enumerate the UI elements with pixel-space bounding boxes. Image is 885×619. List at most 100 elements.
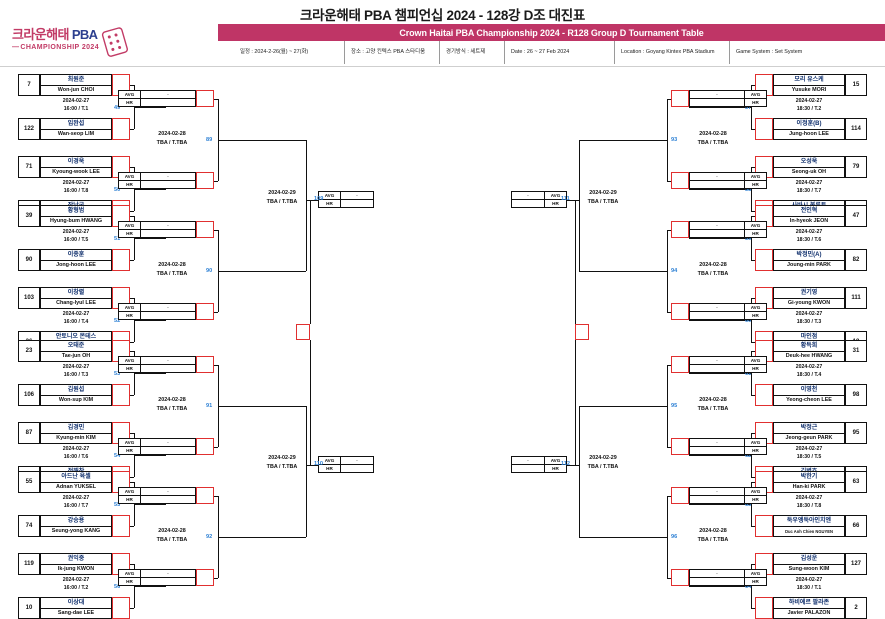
avg-value[interactable]: - — [716, 173, 718, 180]
winner-slot[interactable] — [196, 487, 214, 504]
hr-value[interactable] — [690, 365, 744, 372]
winner-slot[interactable] — [755, 515, 773, 537]
hr-value[interactable] — [690, 230, 744, 237]
score-panel[interactable]: AVG-HR — [689, 487, 767, 504]
avg-value[interactable]: - — [527, 457, 529, 464]
score-panel[interactable]: AVG-HR — [118, 569, 196, 586]
avg-value[interactable]: - — [167, 357, 169, 364]
player-box[interactable]: 박정민(A)Joung-min PARK — [773, 249, 845, 271]
hr-value[interactable] — [341, 465, 373, 472]
player-box[interactable]: 이정훈(B)Jung-hoon LEE — [773, 118, 845, 140]
winner-slot[interactable] — [296, 324, 310, 340]
score-panel[interactable]: AVG-HR — [689, 221, 767, 238]
winner-slot[interactable] — [112, 515, 130, 537]
hr-value[interactable] — [141, 578, 195, 585]
winner-slot[interactable] — [755, 118, 773, 140]
hr-value[interactable] — [141, 447, 195, 454]
hr-value[interactable] — [690, 312, 744, 319]
score-panel[interactable]: AVG-HR — [118, 303, 196, 320]
score-panel[interactable]: AVG-HR — [118, 356, 196, 373]
winner-slot[interactable] — [196, 172, 214, 189]
hr-value[interactable] — [141, 181, 195, 188]
avg-value[interactable]: - — [167, 439, 169, 446]
winner-slot[interactable] — [112, 249, 130, 271]
score-panel[interactable]: AVG-HR — [118, 438, 196, 455]
avg-value[interactable]: - — [167, 570, 169, 577]
hr-value[interactable] — [512, 465, 544, 472]
avg-value[interactable]: - — [167, 222, 169, 229]
avg-value[interactable]: - — [716, 304, 718, 311]
winner-slot[interactable] — [671, 356, 689, 373]
score-panel[interactable]: AVG-HR — [689, 172, 767, 189]
score-panel[interactable]: AVG-HR — [511, 456, 567, 473]
avg-value[interactable]: - — [167, 91, 169, 98]
hr-value[interactable] — [512, 200, 544, 207]
score-panel[interactable]: AVG-HR — [118, 487, 196, 504]
winner-slot[interactable] — [671, 172, 689, 189]
winner-slot[interactable] — [575, 324, 589, 340]
avg-value[interactable]: - — [716, 357, 718, 364]
winner-slot[interactable] — [755, 249, 773, 271]
avg-value[interactable]: - — [716, 488, 718, 495]
winner-slot[interactable] — [112, 597, 130, 619]
winner-slot[interactable] — [112, 384, 130, 406]
score-panel[interactable]: AVG-HR — [318, 191, 374, 208]
winner-slot[interactable] — [671, 569, 689, 586]
winner-slot[interactable] — [196, 303, 214, 320]
winner-slot[interactable] — [112, 118, 130, 140]
avg-value[interactable]: - — [527, 192, 529, 199]
avg-value[interactable]: - — [167, 488, 169, 495]
score-panel[interactable]: AVG-HR — [318, 456, 374, 473]
avg-value[interactable]: - — [716, 91, 718, 98]
hr-value[interactable] — [690, 99, 744, 106]
avg-value[interactable]: - — [167, 304, 169, 311]
hr-value[interactable] — [690, 496, 744, 503]
winner-slot[interactable] — [671, 303, 689, 320]
score-panel[interactable]: AVG-HR — [689, 356, 767, 373]
avg-value[interactable]: - — [356, 192, 358, 199]
score-panel[interactable]: AVG-HR — [511, 191, 567, 208]
score-panel[interactable]: AVG-HR — [689, 303, 767, 320]
hr-value[interactable] — [341, 200, 373, 207]
winner-slot[interactable] — [671, 438, 689, 455]
hr-value[interactable] — [141, 312, 195, 319]
hr-value[interactable] — [141, 99, 195, 106]
avg-value[interactable]: - — [716, 570, 718, 577]
score-panel[interactable]: AVG-HR — [689, 90, 767, 107]
score-panel[interactable]: AVG-HR — [689, 438, 767, 455]
score-panel[interactable]: AVG-HR — [118, 90, 196, 107]
winner-slot[interactable] — [196, 356, 214, 373]
winner-slot[interactable] — [671, 90, 689, 107]
winner-slot[interactable] — [671, 221, 689, 238]
hr-value[interactable] — [690, 578, 744, 585]
winner-slot[interactable] — [196, 438, 214, 455]
winner-slot[interactable] — [196, 221, 214, 238]
avg-value[interactable]: - — [167, 173, 169, 180]
score-panel[interactable]: AVG-HR — [118, 221, 196, 238]
hr-value[interactable] — [690, 447, 744, 454]
avg-value[interactable]: - — [356, 457, 358, 464]
winner-slot[interactable] — [196, 90, 214, 107]
